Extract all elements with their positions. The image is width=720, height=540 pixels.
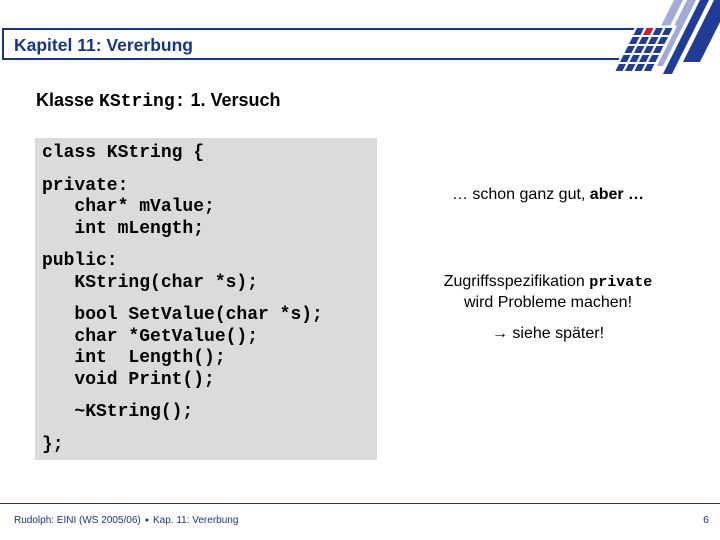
logo-square	[638, 55, 650, 62]
page-number: 6	[703, 514, 709, 526]
code-line: private:	[42, 175, 129, 196]
code-line: KString(char *s);	[42, 272, 259, 293]
logo-square	[661, 28, 673, 35]
annotation-schon-ganz-gut: … schon ganz gut, aber …	[398, 185, 698, 205]
code-line: char* mValue;	[42, 197, 215, 217]
footer-bullet-icon: ●	[144, 517, 149, 524]
logo-square	[652, 46, 664, 53]
logo-square	[634, 64, 645, 71]
logo-square	[648, 55, 659, 62]
slide-title-code: KString:	[99, 92, 186, 112]
logo-square	[638, 37, 649, 44]
code-line: bool SetValue(char *s);	[42, 305, 323, 325]
chapter-title: Kapitel 11: Vererbung	[14, 35, 193, 55]
logo-square	[619, 55, 631, 62]
logo-accent-square	[642, 28, 654, 35]
annotation-note1-normal: … schon ganz gut,	[451, 186, 590, 203]
annotation-note2-code: private	[589, 274, 653, 291]
header-rule-bottom	[2, 58, 658, 60]
logo-square	[643, 64, 655, 71]
logo-square-grid	[611, 25, 678, 74]
annotation-note2-line2: wird Probleme machen!	[463, 294, 633, 311]
logo-square	[643, 46, 654, 53]
code-line: void Print();	[42, 369, 215, 390]
logo-square	[615, 64, 626, 71]
logo-square	[628, 37, 640, 44]
logo-stripe-dark-2	[682, 0, 720, 62]
logo-square	[657, 37, 668, 44]
header-rule-left	[2, 28, 4, 59]
code-line: char *GetValue();	[42, 326, 259, 347]
slide-title-prefix: Klasse	[36, 90, 100, 110]
logo-square	[633, 46, 645, 53]
code-line: ~KString();	[42, 402, 194, 422]
annotation-siehe-spaeter: → siehe später!	[491, 325, 605, 342]
code-line: int Length();	[42, 348, 226, 368]
logo-square	[629, 55, 640, 62]
code-line: int mLength;	[42, 218, 205, 239]
footer-chapter: Kap. 11: Vererbung	[152, 515, 239, 526]
logo-square	[624, 46, 635, 53]
university-logo	[611, 0, 720, 74]
code-block: class KString { private: char* mValue; in…	[35, 138, 377, 460]
code-line: class KString {	[42, 143, 205, 163]
logo-stripe-dark-1	[662, 0, 709, 74]
slide-title: Klasse KString: 1. Versuch	[36, 90, 281, 112]
footer-author-course: Rudolph: EINI (WS 2005/06)	[14, 515, 141, 526]
footer-text: Rudolph: EINI (WS 2005/06)●Kap. 11: Vere…	[14, 515, 238, 526]
code-line: public:	[42, 251, 118, 271]
annotation-note2-text: Zugriffsspezifikation	[443, 273, 590, 290]
header-rule-top	[2, 28, 645, 30]
annotation-note2-line1: Zugriffsspezifikation private	[398, 272, 698, 293]
code-line: };	[42, 434, 64, 455]
logo-square	[647, 37, 659, 44]
logo-square	[652, 28, 663, 35]
annotation-zugriffsspezifikation: Zugriffsspezifikation private wird Probl…	[398, 272, 698, 313]
slide-title-suffix: 1. Versuch	[185, 90, 281, 110]
annotation-note1-bold: aber …	[589, 186, 645, 203]
logo-square	[624, 64, 636, 71]
logo-square	[633, 28, 644, 35]
footer-rule	[0, 503, 720, 504]
